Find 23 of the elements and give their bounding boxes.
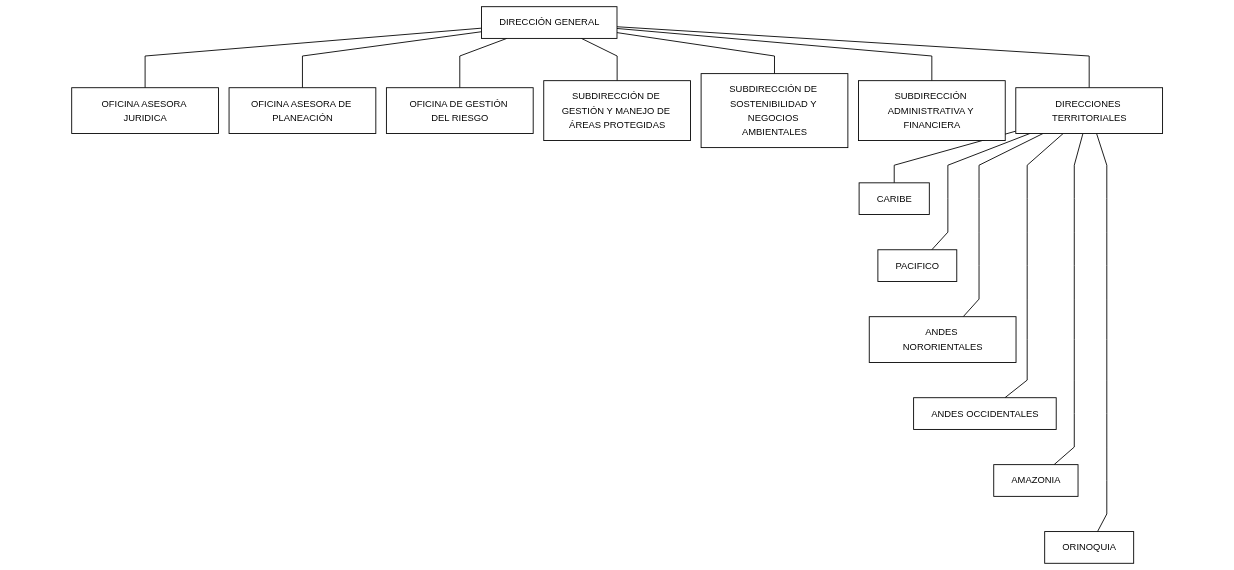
connector [1096,133,1108,533]
connector [616,26,1090,89]
connector [616,28,933,82]
node-box: OFICINA ASESORA JURIDICA [71,87,219,134]
connector [962,133,1044,318]
node-box: SUBDIRECCIÓN DE GESTIÓN Y MANEJO DE ÁREAS PROTEGIDAS [543,80,691,141]
node-box: PACIFICO [877,249,958,282]
node-box: SUBDIRECCIÓN ADMINISTRATIVA Y FINANCIERA [857,80,1006,141]
connector [616,32,775,75]
connector [1004,133,1064,399]
node-box: OFICINA ASESORA DE PLANEACIÓN [228,87,377,134]
node-box: ORINOQUIA [1044,531,1134,564]
connector [144,27,482,89]
node-box: ANDES OCCIDENTALES [913,397,1057,430]
node-box: SUBDIRECCIÓN DE SOSTENIBILIDAD Y NEGOCIOS AMBIENTALES [700,73,849,149]
connector [1053,133,1084,466]
node-box: ANDES NORORIENTALES [868,316,1017,363]
node-box: DIRECCIÓN GENERAL [480,6,618,39]
connector [301,31,482,89]
node-box: AMAZONIA [993,464,1079,497]
node-box: DIRECCIONES TERRITORIALES [1015,87,1163,134]
node-box: OFICINA DE GESTIÓN DEL RIESGO [385,87,534,134]
node-box: CARIBE [858,182,930,215]
